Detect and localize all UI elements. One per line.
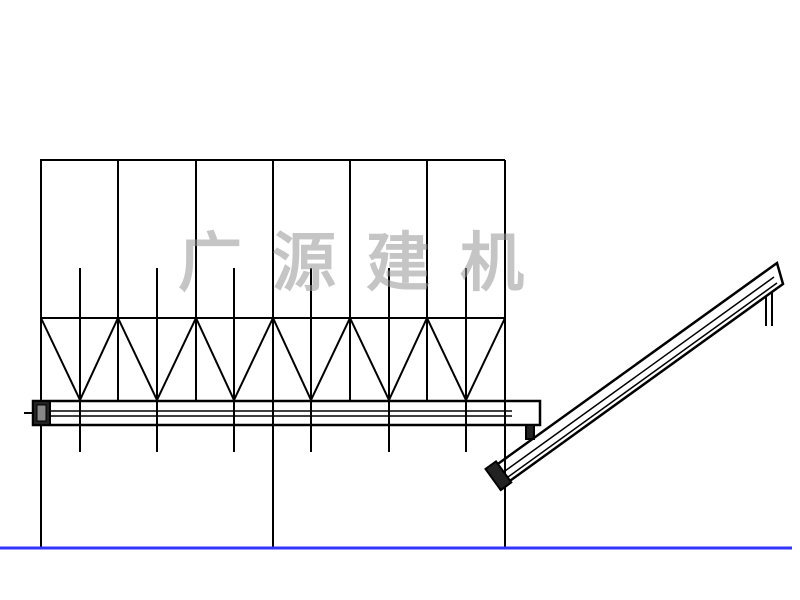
watermark-text: 广源建机 — [178, 227, 554, 301]
inclined-conveyor-inlet — [484, 459, 513, 492]
inclined-inner-line — [504, 276, 775, 472]
inclined-inner-line — [507, 282, 778, 478]
conveyor-motor-detail — [36, 404, 47, 422]
conveyor-outlet — [525, 424, 535, 440]
horizontal-screw-conveyor — [31, 399, 542, 427]
hopper-truss — [40, 315, 506, 403]
